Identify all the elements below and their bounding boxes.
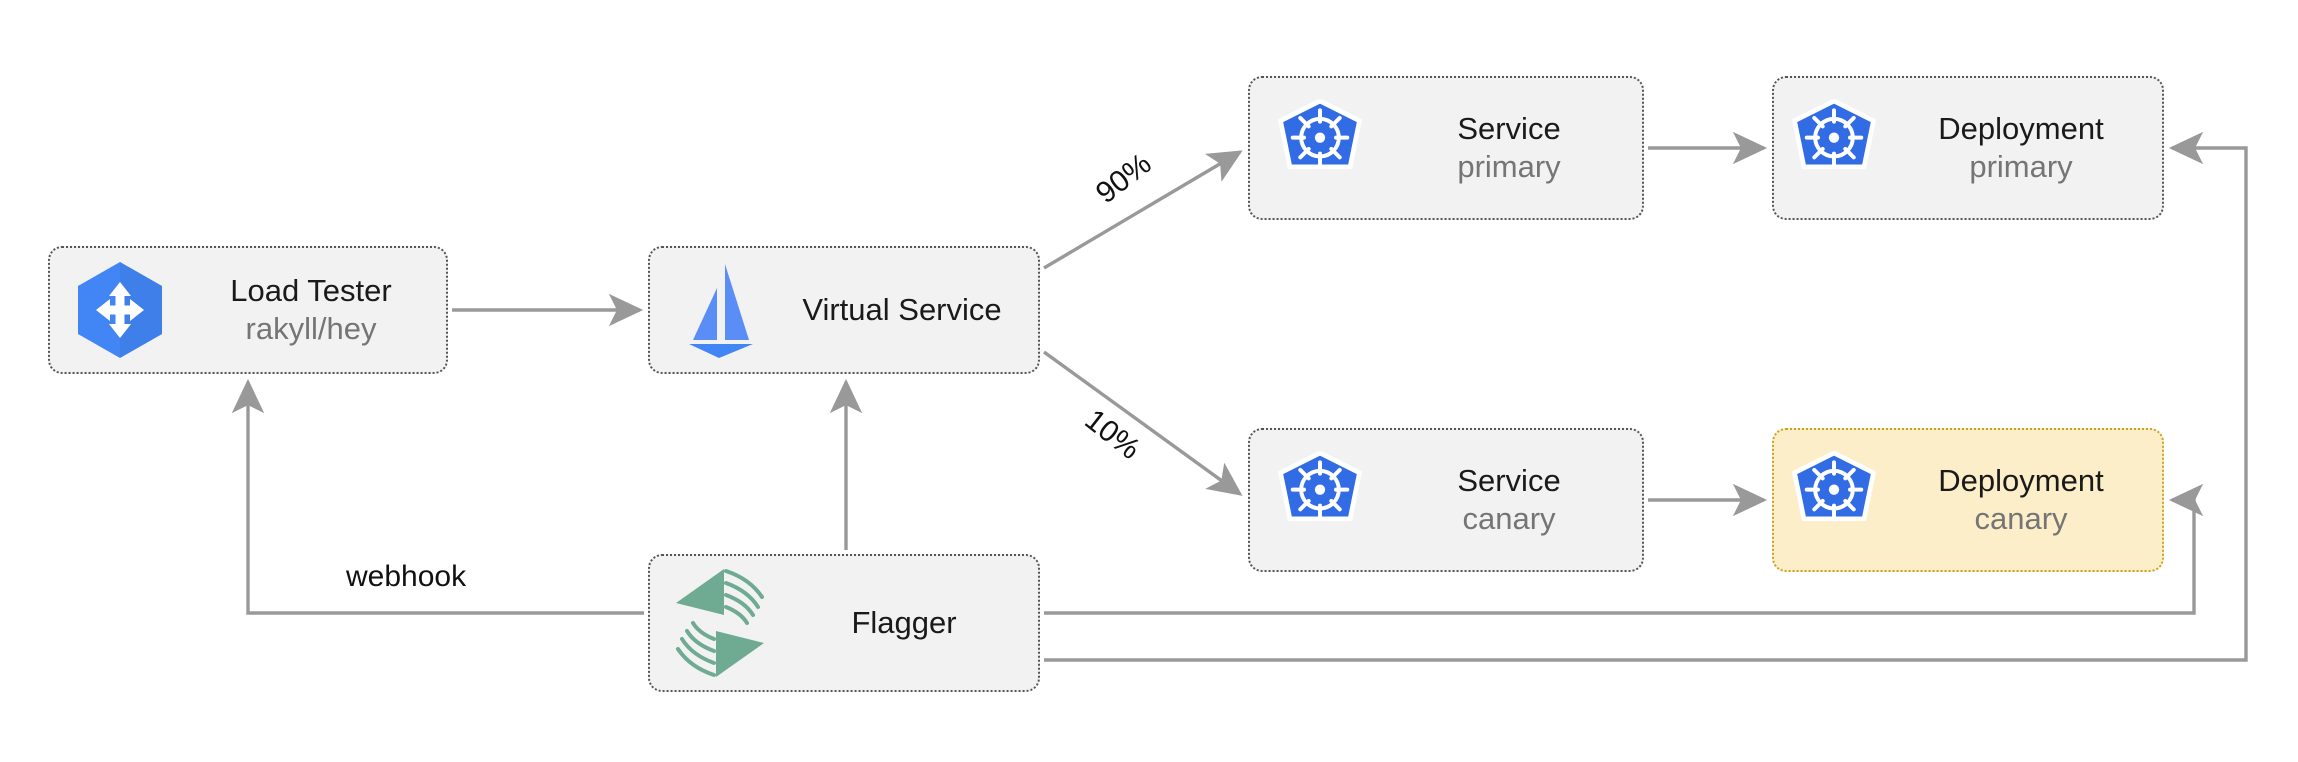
node-deployment-canary-subtitle: canary [1974, 501, 2068, 536]
node-virtual-service-title: Virtual Service [802, 292, 1002, 328]
node-flagger[interactable]: Flagger [648, 554, 1040, 692]
edge-flagger-to-deployment-primary [1044, 131, 2248, 662]
edge-label-primary-weight: 90% [1089, 147, 1158, 211]
node-deployment-primary[interactable]: Deployment primary [1772, 76, 2164, 220]
node-flagger-text: Flagger [790, 604, 1038, 642]
edge-label-canary-weight: 10% [1078, 403, 1147, 467]
node-service-primary-title: Service [1457, 111, 1561, 147]
kubernetes-helm-icon [1250, 451, 1390, 549]
node-service-primary-subtitle: primary [1457, 149, 1561, 184]
edge-label-webhook: webhook [346, 560, 467, 593]
edge-virtual-service-to-service-canary [1043, 350, 1243, 496]
istio-sailboat-icon [650, 258, 780, 362]
node-service-canary-subtitle: canary [1462, 501, 1556, 536]
kubernetes-helm-icon [1774, 451, 1894, 549]
kubernetes-helm-icon [1774, 99, 1894, 197]
node-service-primary-text: Service primary [1390, 110, 1642, 186]
node-service-primary[interactable]: Service primary [1248, 76, 1644, 220]
node-load-tester[interactable]: Load Tester rakyll/hey [48, 246, 448, 374]
node-deployment-primary-text: Deployment primary [1894, 110, 2162, 186]
node-load-tester-title: Load Tester [230, 273, 392, 309]
node-deployment-primary-title: Deployment [1938, 111, 2104, 147]
node-load-tester-subtitle: rakyll/hey [245, 311, 377, 346]
gcp-load-balancer-icon [50, 260, 190, 360]
node-service-canary-text: Service canary [1390, 462, 1642, 538]
node-service-canary[interactable]: Service canary [1248, 428, 1644, 572]
node-deployment-canary-title: Deployment [1938, 463, 2104, 499]
node-deployment-canary-text: Deployment canary [1894, 462, 2162, 538]
node-service-canary-title: Service [1457, 463, 1561, 499]
node-deployment-canary[interactable]: Deployment canary [1772, 428, 2164, 572]
flagger-flags-icon [650, 565, 790, 681]
kubernetes-helm-icon [1250, 99, 1390, 197]
node-virtual-service-text: Virtual Service [780, 291, 1038, 329]
node-flagger-title: Flagger [851, 605, 957, 641]
node-load-tester-text: Load Tester rakyll/hey [190, 272, 446, 348]
node-virtual-service[interactable]: Virtual Service [648, 246, 1040, 374]
node-deployment-primary-subtitle: primary [1969, 149, 2073, 184]
